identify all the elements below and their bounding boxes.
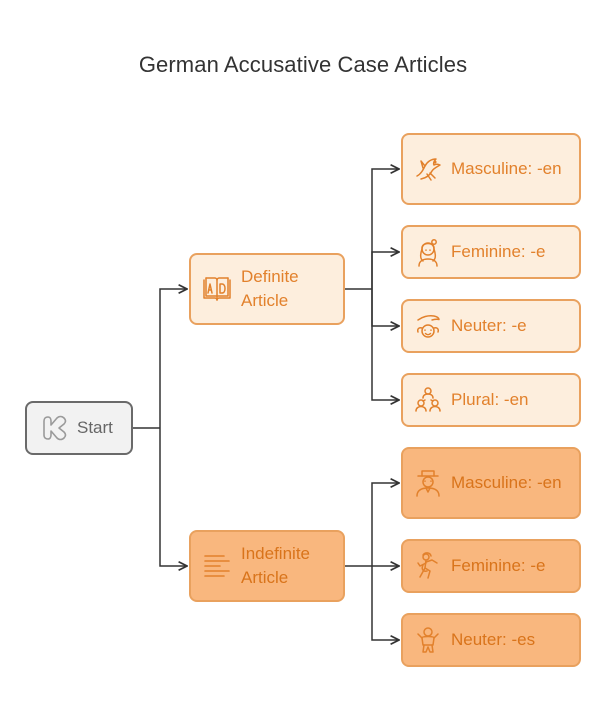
man-hat-icon (405, 468, 451, 498)
diagram-title: German Accusative Case Articles (138, 52, 468, 77)
indefinite-feminine-node: Feminine: -e (401, 539, 581, 593)
indefinite-masculine-node: Masculine: -en (401, 447, 581, 519)
connector-definite-neuter (371, 289, 399, 326)
definite-neuter-node: Neuter: -e (401, 299, 581, 353)
bird-icon (405, 154, 451, 184)
connector-start-definite (159, 289, 187, 428)
connector-indefinite-neuter (371, 566, 399, 640)
connector-definite-plural (371, 289, 399, 400)
text-lines-icon (193, 553, 241, 579)
kinde-logo-icon (35, 413, 77, 443)
definite-feminine-node: Feminine: -e (401, 225, 581, 279)
connector-definite-feminine (371, 252, 399, 289)
woman-icon (405, 237, 451, 267)
ad-book-icon (193, 275, 241, 303)
hand-face-icon (405, 311, 451, 341)
dancer-icon (405, 551, 451, 581)
definite-plural-label: Plural: -en (451, 390, 529, 409)
connector-indefinite-masculine (371, 483, 399, 566)
child-icon (405, 625, 451, 655)
definite-article-label: Definite Article (241, 267, 299, 310)
connector-start-indefinite (159, 428, 187, 566)
start-label: Start (77, 418, 113, 437)
definite-article-node: Definite Article (189, 253, 345, 325)
indefinite-neuter-label: Neuter: -es (451, 630, 536, 649)
definite-masculine-node: Masculine: -en (401, 133, 581, 205)
indefinite-article-label: Indefinite Article (241, 544, 310, 587)
connector-definite-masculine (371, 169, 399, 289)
indefinite-masculine-label: Masculine: -en (451, 473, 562, 492)
definite-plural-node: Plural: -en (401, 373, 581, 427)
indefinite-neuter-node: Neuter: -es (401, 613, 581, 667)
definite-feminine-label: Feminine: -e (451, 242, 546, 261)
indefinite-article-node: Indefinite Article (189, 530, 345, 602)
indefinite-feminine-label: Feminine: -e (451, 556, 546, 575)
definite-neuter-label: Neuter: -e (451, 316, 527, 335)
group-icon (405, 385, 451, 415)
definite-masculine-label: Masculine: -en (451, 159, 562, 178)
start-node: Start (25, 401, 133, 455)
